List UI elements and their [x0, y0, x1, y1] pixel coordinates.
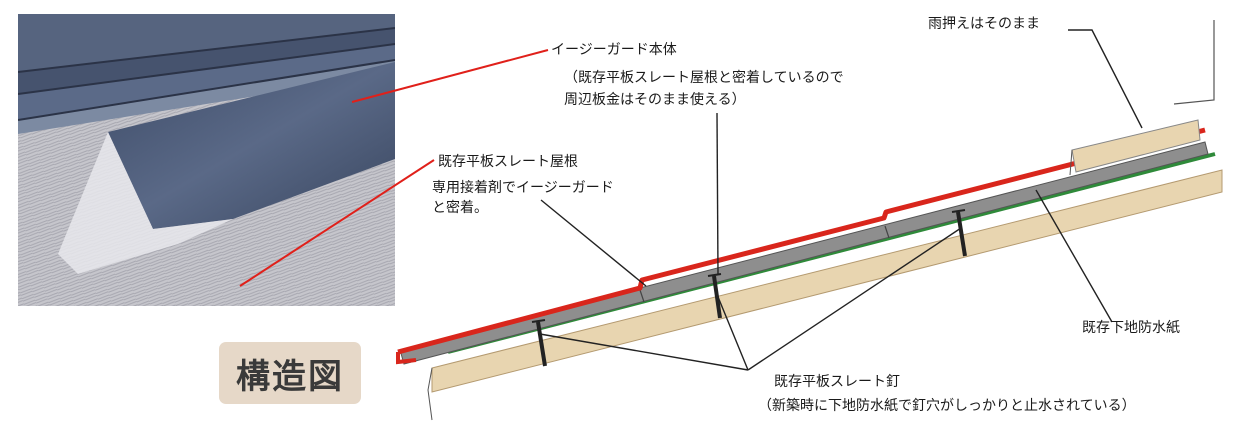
leader-body: [716, 112, 719, 275]
photo-panel-row-3: [18, 44, 395, 120]
diagram-title: 構造図: [219, 342, 361, 404]
label-slate-nail: 既存平板スレート釘: [774, 374, 900, 390]
flashing-edge: [1069, 149, 1073, 176]
board-end-left: [427, 367, 433, 421]
slate-step-1: [639, 289, 645, 303]
roof-board: [431, 169, 1223, 393]
photo-panel-row-1: [18, 14, 395, 72]
leader-nail-1: [539, 333, 749, 371]
label-flashing: 雨押えはそのまま: [928, 16, 1040, 32]
easy-guard-panel-lip: [396, 352, 417, 365]
label-slate-nail-note: （新築時に下地防水紙で釘穴がしっかりと止水されている）: [758, 398, 1136, 414]
label-slate-note-1: 専用接着剤でイージーガード: [432, 180, 614, 196]
photo-panel-row-2: [18, 28, 395, 94]
leader-underlay: [1035, 189, 1113, 323]
leader-photo-body: [351, 49, 549, 103]
photo-seam-3: [18, 59, 395, 121]
label-slate-note-2: と密着。: [432, 200, 488, 216]
label-easy-guard-note-1: （既存平板スレート屋根と密着しているので: [564, 70, 844, 86]
wall-line: [1173, 20, 1215, 105]
photo-panel-edge: [58, 132, 233, 274]
leader-nail-3: [747, 227, 962, 371]
label-existing-slate-roof: 既存平板スレート屋根: [438, 154, 578, 170]
label-easy-guard-note-2: 周辺板金はそのまま使える）: [564, 92, 746, 108]
photo-seam-2: [18, 43, 395, 95]
label-easy-guard-body: イージーガード本体: [551, 42, 677, 58]
label-underlay: 既存下地防水紙: [1082, 320, 1180, 336]
photo-seam-1: [18, 27, 395, 73]
leader-nail-2: [715, 291, 749, 371]
existing-slate-layer: [399, 141, 1209, 365]
leader-photo-slate: [239, 159, 435, 287]
photo-easy-guard-panel: [108, 62, 395, 229]
leader-slate: [540, 199, 647, 287]
slate-step-2: [884, 225, 890, 239]
easy-guard-panel-line: [397, 127, 1206, 355]
roof-photo: [18, 14, 395, 306]
slate-nail-3: [951, 209, 967, 257]
flashing-board: [1071, 119, 1201, 173]
slate-nail-1: [531, 319, 547, 367]
slate-nail-2: [707, 273, 722, 319]
leader-flashing: [1068, 29, 1143, 129]
